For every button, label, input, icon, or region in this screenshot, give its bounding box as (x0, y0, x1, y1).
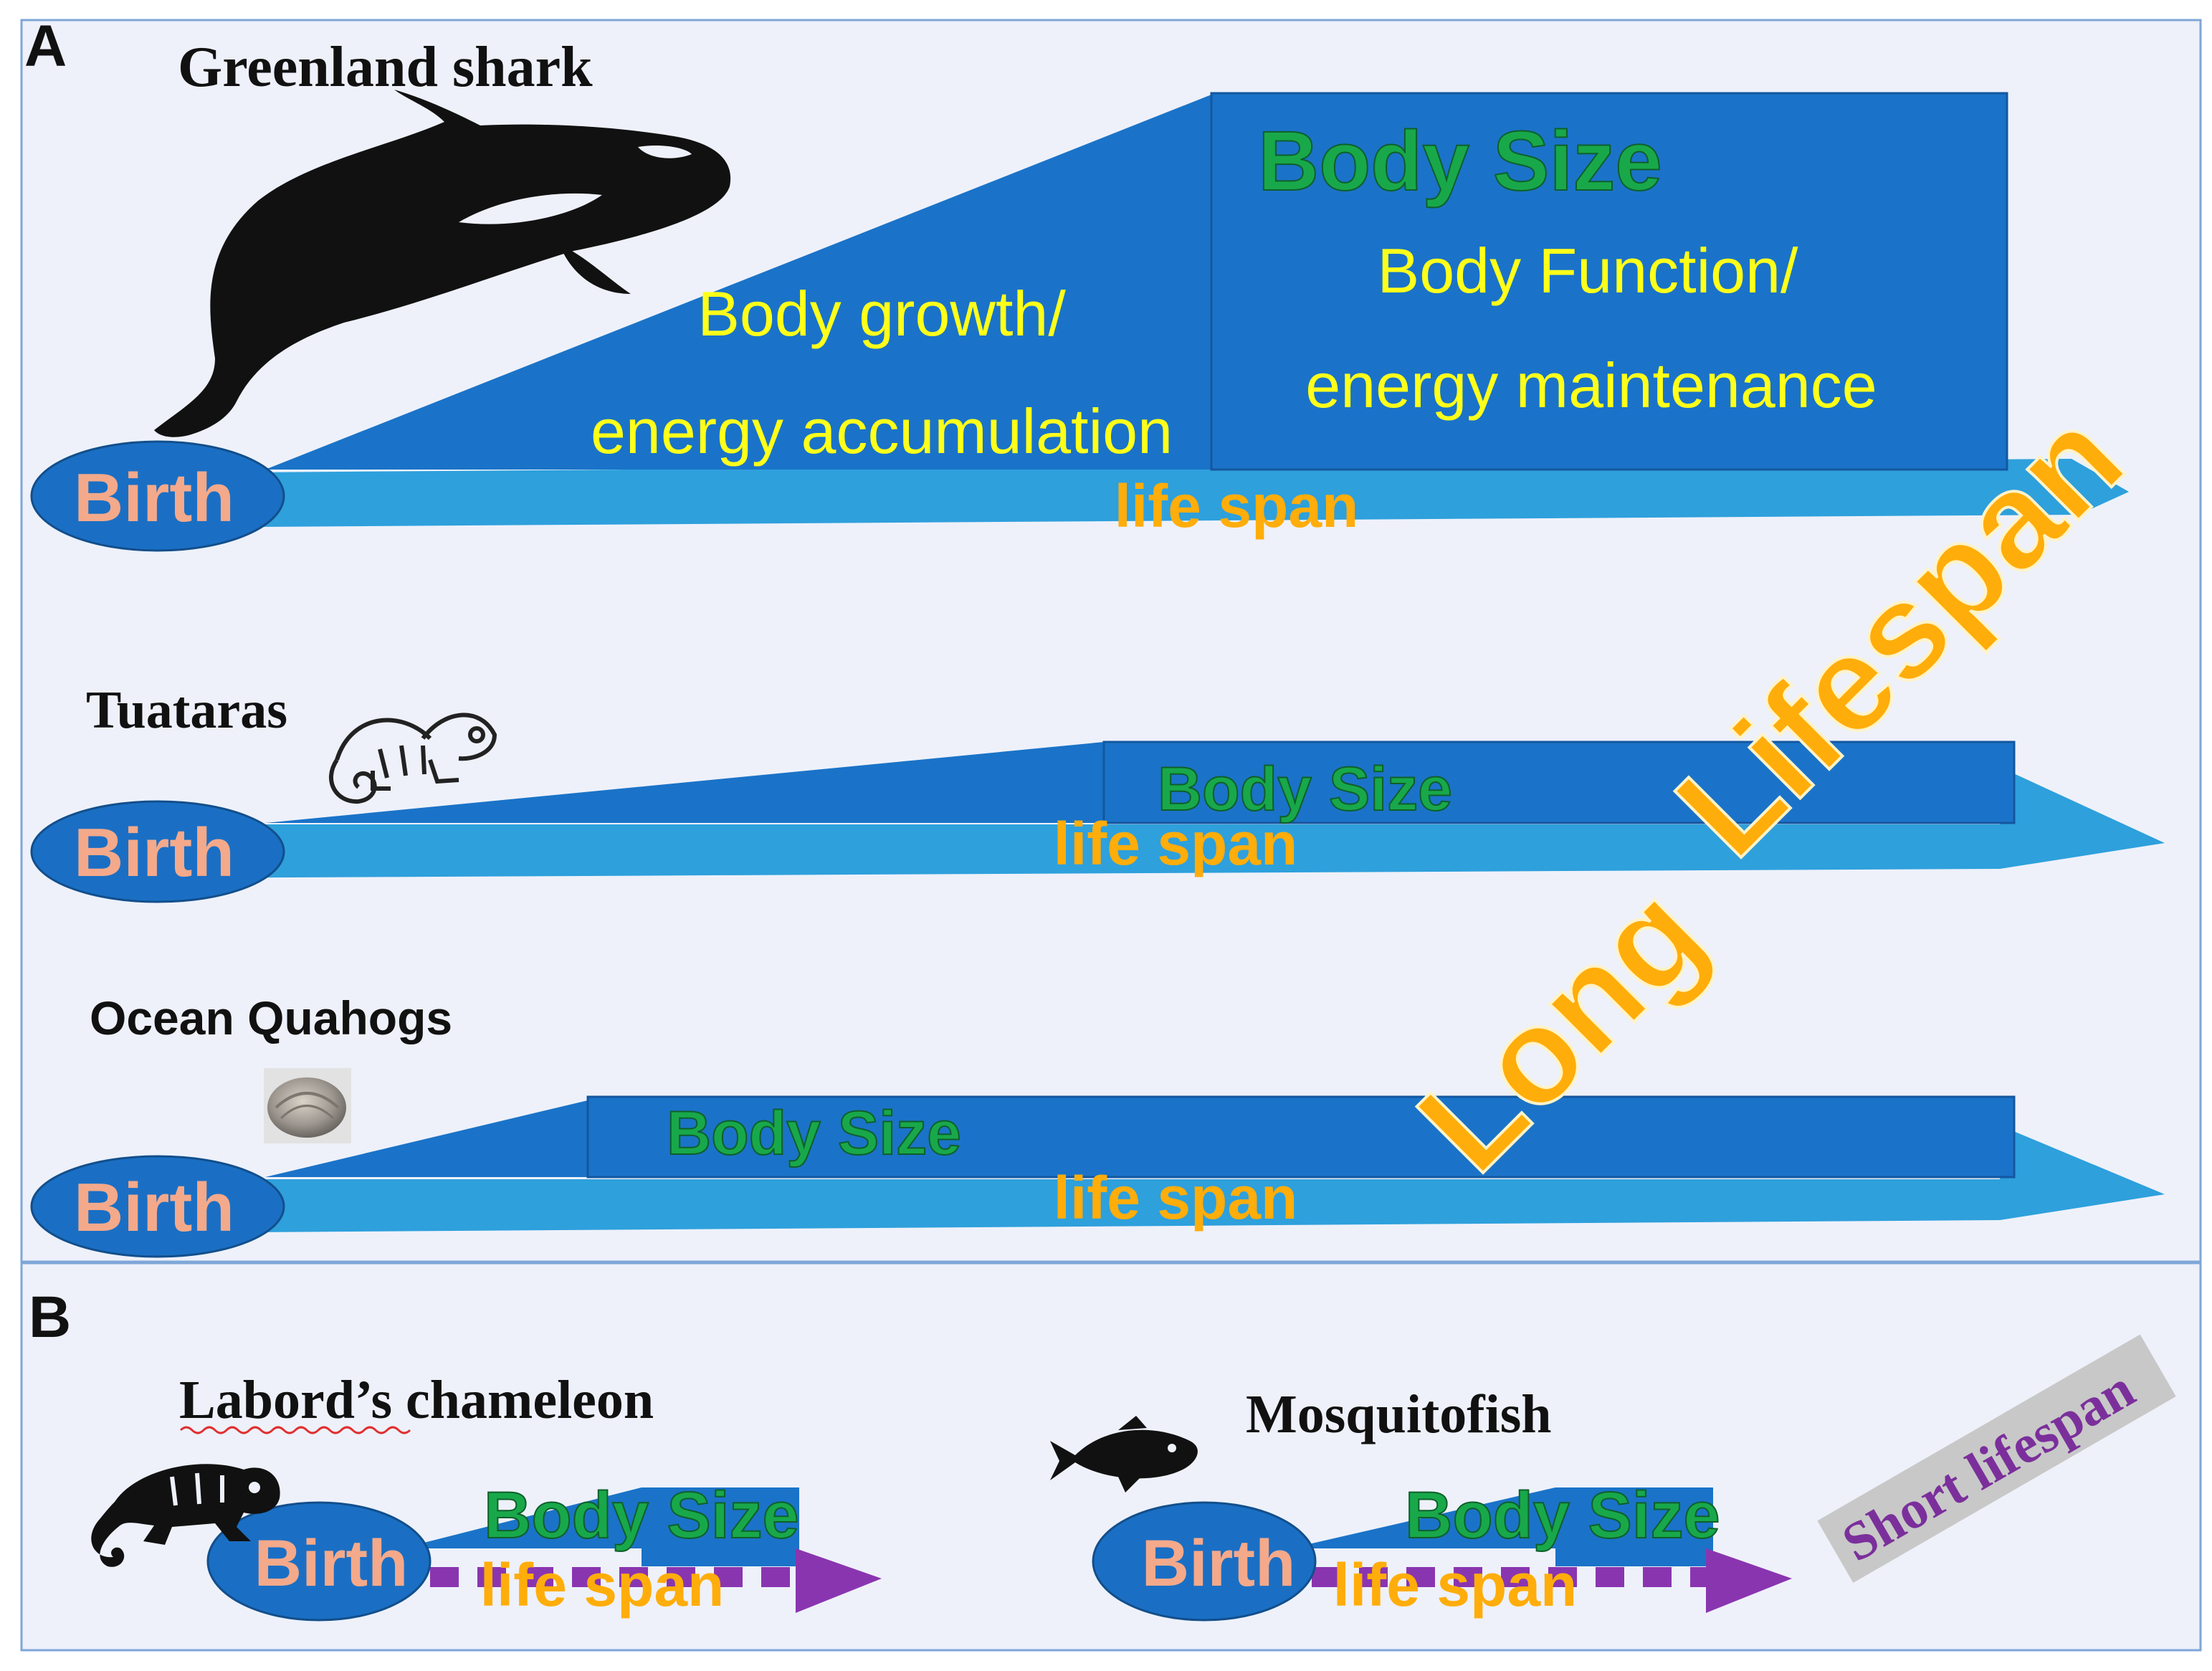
lifespan-label: life span (1115, 472, 1359, 540)
birth-label: Birth (74, 814, 234, 891)
panel-b-label: B (29, 1285, 71, 1350)
growth-wedge (265, 95, 1211, 470)
mosquitofish-row: Birth Body Size life span Mosquitofish (1050, 1384, 1792, 1622)
birth-oval (1092, 1501, 1317, 1622)
growth-wedge (401, 1487, 642, 1548)
spellcheck-underline (179, 1426, 411, 1434)
tuataras-row: Body Size life span Birth Tuataras (30, 681, 2165, 903)
clam-shell-icon (264, 1068, 351, 1143)
birth-oval (30, 800, 285, 903)
birth-oval (206, 1501, 432, 1622)
panel-a-label: A (24, 14, 67, 79)
fish-icon (1050, 1416, 1198, 1493)
lifespan-arrow (151, 767, 2165, 878)
birth-label: Birth (74, 460, 234, 536)
body-size-block (1210, 92, 2008, 471)
birth-oval (30, 1155, 285, 1258)
birth-label: Birth (1142, 1527, 1296, 1600)
lifespan-arrow (151, 1125, 2165, 1233)
chameleon-row: Birth Body Size life span Labord’s chame… (91, 1370, 882, 1622)
body-size-label: Body Size (1158, 755, 1452, 824)
species-name: Greenland shark (178, 36, 593, 99)
body-growth-line2: energy accumulation (591, 396, 1173, 467)
lifespan-label: life span (1054, 810, 1298, 877)
body-size-label: Body Size (484, 1479, 799, 1552)
chameleon-silhouette-icon (91, 1464, 280, 1567)
body-size-label: Body Size (667, 1099, 961, 1168)
body-size-label: Body Size (1405, 1479, 1720, 1552)
chameleon-outline-icon (328, 713, 497, 804)
lifespan-label: life span (480, 1551, 725, 1619)
lifespan-arrowhead (796, 1548, 882, 1613)
short-lifespan-background (1817, 1334, 2176, 1584)
body-growth-line1: Body growth/ (697, 278, 1066, 349)
body-function-line2: energy maintenance (1305, 350, 1877, 421)
species-name: Mosquitofish (1246, 1384, 1552, 1444)
species-name: Tuataras (86, 681, 287, 740)
orca-icon (154, 90, 731, 437)
growth-wedge (265, 1100, 588, 1177)
body-size-block (586, 1095, 2016, 1179)
body-function-line1: Body Function/ (1378, 235, 1799, 306)
birth-label: Birth (254, 1527, 409, 1600)
species-name: Ocean Quahogs (90, 991, 452, 1044)
birth-label: Birth (74, 1169, 234, 1246)
quahogs-row: Body Size life span Birth Ocean Quahogs (30, 991, 2165, 1258)
growth-wedge (1290, 1487, 1555, 1548)
lifespan-arrow (151, 459, 2129, 528)
birth-oval (30, 440, 285, 552)
growth-wedge (265, 742, 1104, 823)
body-size-block (642, 1487, 799, 1566)
species-name: Labord’s chameleon (179, 1370, 654, 1430)
lifespan-arrowhead (1706, 1548, 1792, 1613)
lifespan-label: life span (1333, 1551, 1578, 1619)
body-size-block (1555, 1487, 1713, 1566)
lifespan-label: life span (1054, 1164, 1298, 1232)
body-size-label: Body Size (1258, 114, 1662, 209)
shark-row: Body Size Body Function/ energy maintena… (30, 36, 2129, 552)
body-size-block (1102, 741, 2016, 824)
